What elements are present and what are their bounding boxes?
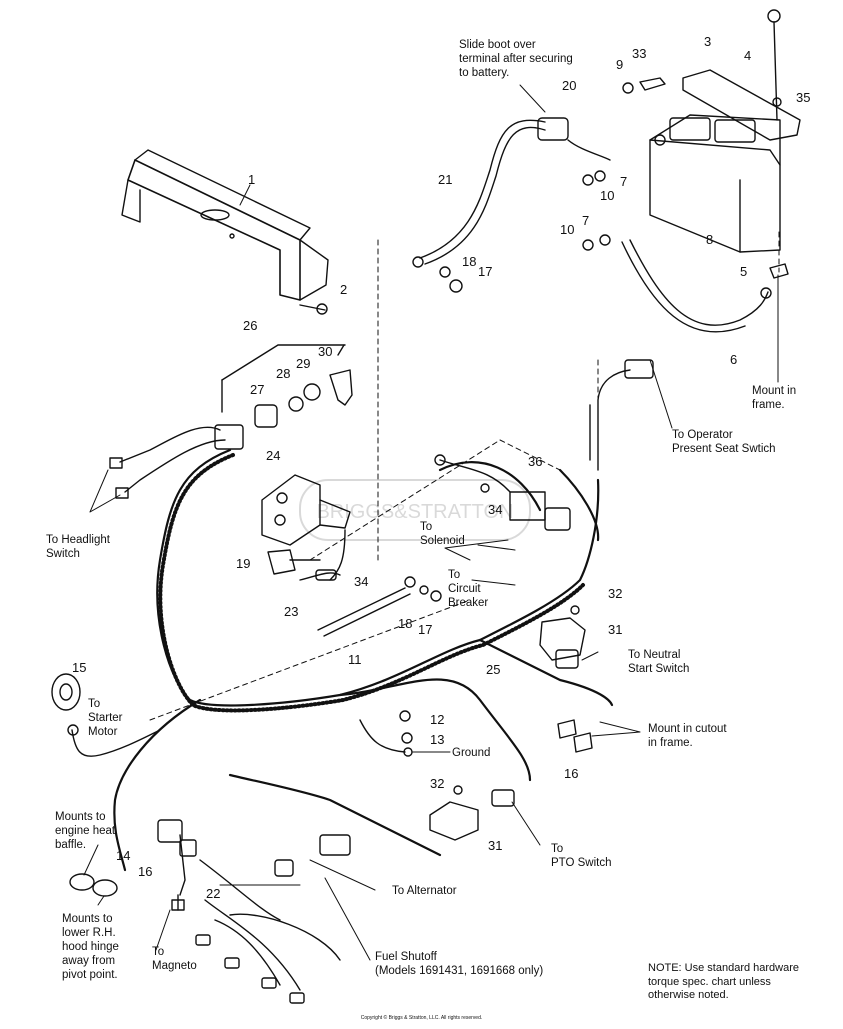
callout-ground: Ground (452, 747, 491, 759)
hold-down-strap (682, 69, 801, 141)
callout-mount-in-cutout: Mount in cutout in frame. (648, 723, 727, 749)
starter-boot (51, 673, 161, 757)
part-number-8: 8 (706, 232, 714, 247)
clips-16 (557, 719, 593, 753)
part-number-10: 10 (560, 222, 575, 237)
part-number-2: 2 (340, 282, 348, 297)
wire-23 (299, 569, 341, 581)
battery (649, 114, 781, 253)
part-number-6: 6 (730, 352, 738, 367)
part-number-17: 17 (478, 264, 493, 279)
part-number-30: 30 (318, 344, 333, 359)
part-number-18: 18 (462, 254, 477, 269)
part-number-10: 10 (600, 188, 615, 203)
solenoid-24 (261, 474, 351, 581)
callout-neutral-start-switch: To Neutral Start Switch (628, 649, 690, 675)
part-number-32: 32 (430, 776, 445, 791)
part-number-35: 35 (796, 90, 811, 105)
part-number-16: 16 (564, 766, 579, 781)
pto-switch-31 (429, 785, 515, 841)
callout-solenoid: To Solenoid (420, 521, 465, 547)
dashed-guides (149, 231, 780, 721)
brand-watermark: BRIGGS&STRATTON (299, 479, 531, 541)
part-number-9: 9 (616, 57, 624, 72)
part-number-4: 4 (744, 48, 752, 63)
part-number-18: 18 (398, 616, 413, 631)
callout-mount-in-frame: Mount in frame. (752, 385, 797, 411)
part-number-34: 34 (354, 574, 369, 589)
positive-cable (412, 117, 611, 268)
callout-engine-heat-baffle: Mounts to engine heat baffle. (55, 811, 116, 851)
part-number-31: 31 (608, 622, 623, 637)
callout-circuit-breaker: To Circuit Breaker (448, 569, 489, 609)
j-bolt (767, 9, 782, 121)
part-number-29: 29 (296, 356, 311, 371)
leader-lines (83, 84, 779, 961)
part-number-31: 31 (488, 838, 503, 853)
callout-slide-boot: Slide boot over terminal after securing … (459, 39, 573, 79)
callout-alternator: To Alternator (392, 885, 457, 897)
copyright-footer: Copyright © Briggs & Stratton, LLC. All … (360, 1015, 483, 1021)
part-number-27: 27 (250, 382, 265, 397)
cable-11 (317, 576, 442, 637)
harness-wrap-ticks (158, 453, 585, 713)
callout-pto-switch: To PTO Switch (551, 843, 612, 869)
part-number-36: 36 (528, 454, 543, 469)
nuts-10-7 (582, 170, 611, 251)
part-number-17: 17 (418, 622, 433, 637)
headlight-harness (109, 424, 244, 499)
part-number-19: 19 (236, 556, 251, 571)
hardware-note: NOTE: Use standard hardware torque spec.… (648, 962, 800, 1001)
diode-19 (267, 549, 321, 575)
part-number-21: 21 (438, 172, 453, 187)
part-number-14: 14 (116, 848, 131, 863)
mounting-bracket (121, 149, 329, 301)
part-number-28: 28 (276, 366, 291, 381)
part-number-16: 16 (138, 864, 153, 879)
nuts-18-17-top (439, 266, 463, 293)
part-number-13: 13 (430, 732, 445, 747)
negative-cable (621, 239, 772, 333)
callout-headlight-switch: To Headlight Switch (46, 534, 110, 560)
part-number-1: 1 (248, 172, 256, 187)
bottom-harness (157, 819, 351, 1004)
part-number-20: 20 (562, 78, 577, 93)
part-number-24: 24 (266, 448, 281, 463)
clips-14-16 (69, 873, 118, 897)
part-number-34: 34 (488, 502, 503, 517)
ground-hardware (359, 710, 413, 757)
part-number-3: 3 (704, 34, 712, 49)
callout-magneto: To Magneto (152, 946, 197, 972)
callout-starter-motor: To Starter Motor (88, 698, 123, 738)
ignition-switch (221, 344, 353, 428)
part-number-7: 7 (582, 213, 590, 228)
callout-operator-seat-switch: To Operator Present Seat Swtich (672, 429, 776, 455)
part-number-26: 26 (243, 318, 258, 333)
bolt-9-33 (622, 77, 666, 94)
screw-2 (299, 303, 328, 315)
part-number-32: 32 (608, 586, 623, 601)
neutral-switch-31 (539, 605, 586, 669)
part-number-7: 7 (620, 174, 628, 189)
mount-clip-5 (769, 263, 789, 279)
svg-text:BRIGGS&STRATTON: BRIGGS&STRATTON (316, 501, 513, 523)
callout-hood-hinge: Mounts to lower R.H. hood hinge away fro… (62, 913, 119, 981)
part-number-23: 23 (284, 604, 299, 619)
part-number-5: 5 (740, 264, 748, 279)
seat-harness (544, 359, 654, 531)
callout-fuel-shutoff: Fuel Shutoff (Models 1691431, 1691668 on… (375, 951, 544, 977)
part-number-25: 25 (486, 662, 501, 677)
part-number-15: 15 (72, 660, 87, 675)
part-number-11: 11 (348, 652, 362, 667)
part-number-22: 22 (206, 886, 221, 901)
part-number-12: 12 (430, 712, 445, 727)
part-number-33: 33 (632, 46, 647, 61)
